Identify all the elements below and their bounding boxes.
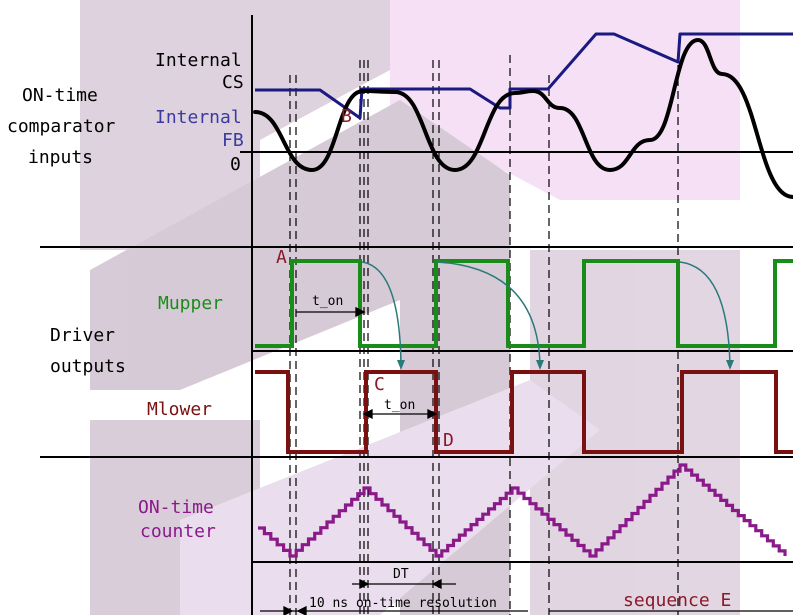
driver-outputs-label-line2: outputs [50,356,126,377]
transition-arrows [361,261,731,367]
ontime-inputs-label-line3: inputs [28,147,93,168]
point-d-label: D [443,430,454,451]
mupper-waveform [255,259,793,348]
mlower-waveform [255,370,793,454]
ton-lower-label: t_on [384,398,415,413]
counter-label-line1: ON-time [138,497,214,518]
axes [40,15,793,615]
ton-measurements [296,306,438,420]
internal-cs-label-line2: CS [222,72,244,93]
transition-arrowheads [397,360,734,370]
internal-cs-trace [255,32,793,120]
internal-fb-label-line1: Internal [155,107,242,128]
dt-measurement [352,578,456,590]
dt-label: DT [393,567,409,582]
internal-cs-label-line1: Internal [155,50,242,71]
bottom-brackets [260,605,793,615]
internal-fb-trace [253,38,793,199]
ontime-inputs-label-line2: comparator [7,116,116,137]
ton-upper-label: t_on [312,294,343,309]
point-c-label: C [374,374,385,395]
internal-fb-label-line2: FB [222,130,244,151]
ontime-counter-waveform [258,463,787,558]
resolution-label: 10 ns on-time resolution [309,596,497,611]
point-a-label: A [276,247,287,268]
ontime-inputs-label-line1: ON-time [22,85,98,106]
point-b-label: B [341,106,352,127]
sequence-e-label: sequence E [623,590,731,611]
zero-level-label: 0 [230,154,241,175]
driver-outputs-label-line1: Driver [50,325,115,346]
mupper-label: Mupper [158,293,223,314]
mlower-label: Mlower [147,399,212,420]
counter-label-line2: counter [140,521,216,542]
